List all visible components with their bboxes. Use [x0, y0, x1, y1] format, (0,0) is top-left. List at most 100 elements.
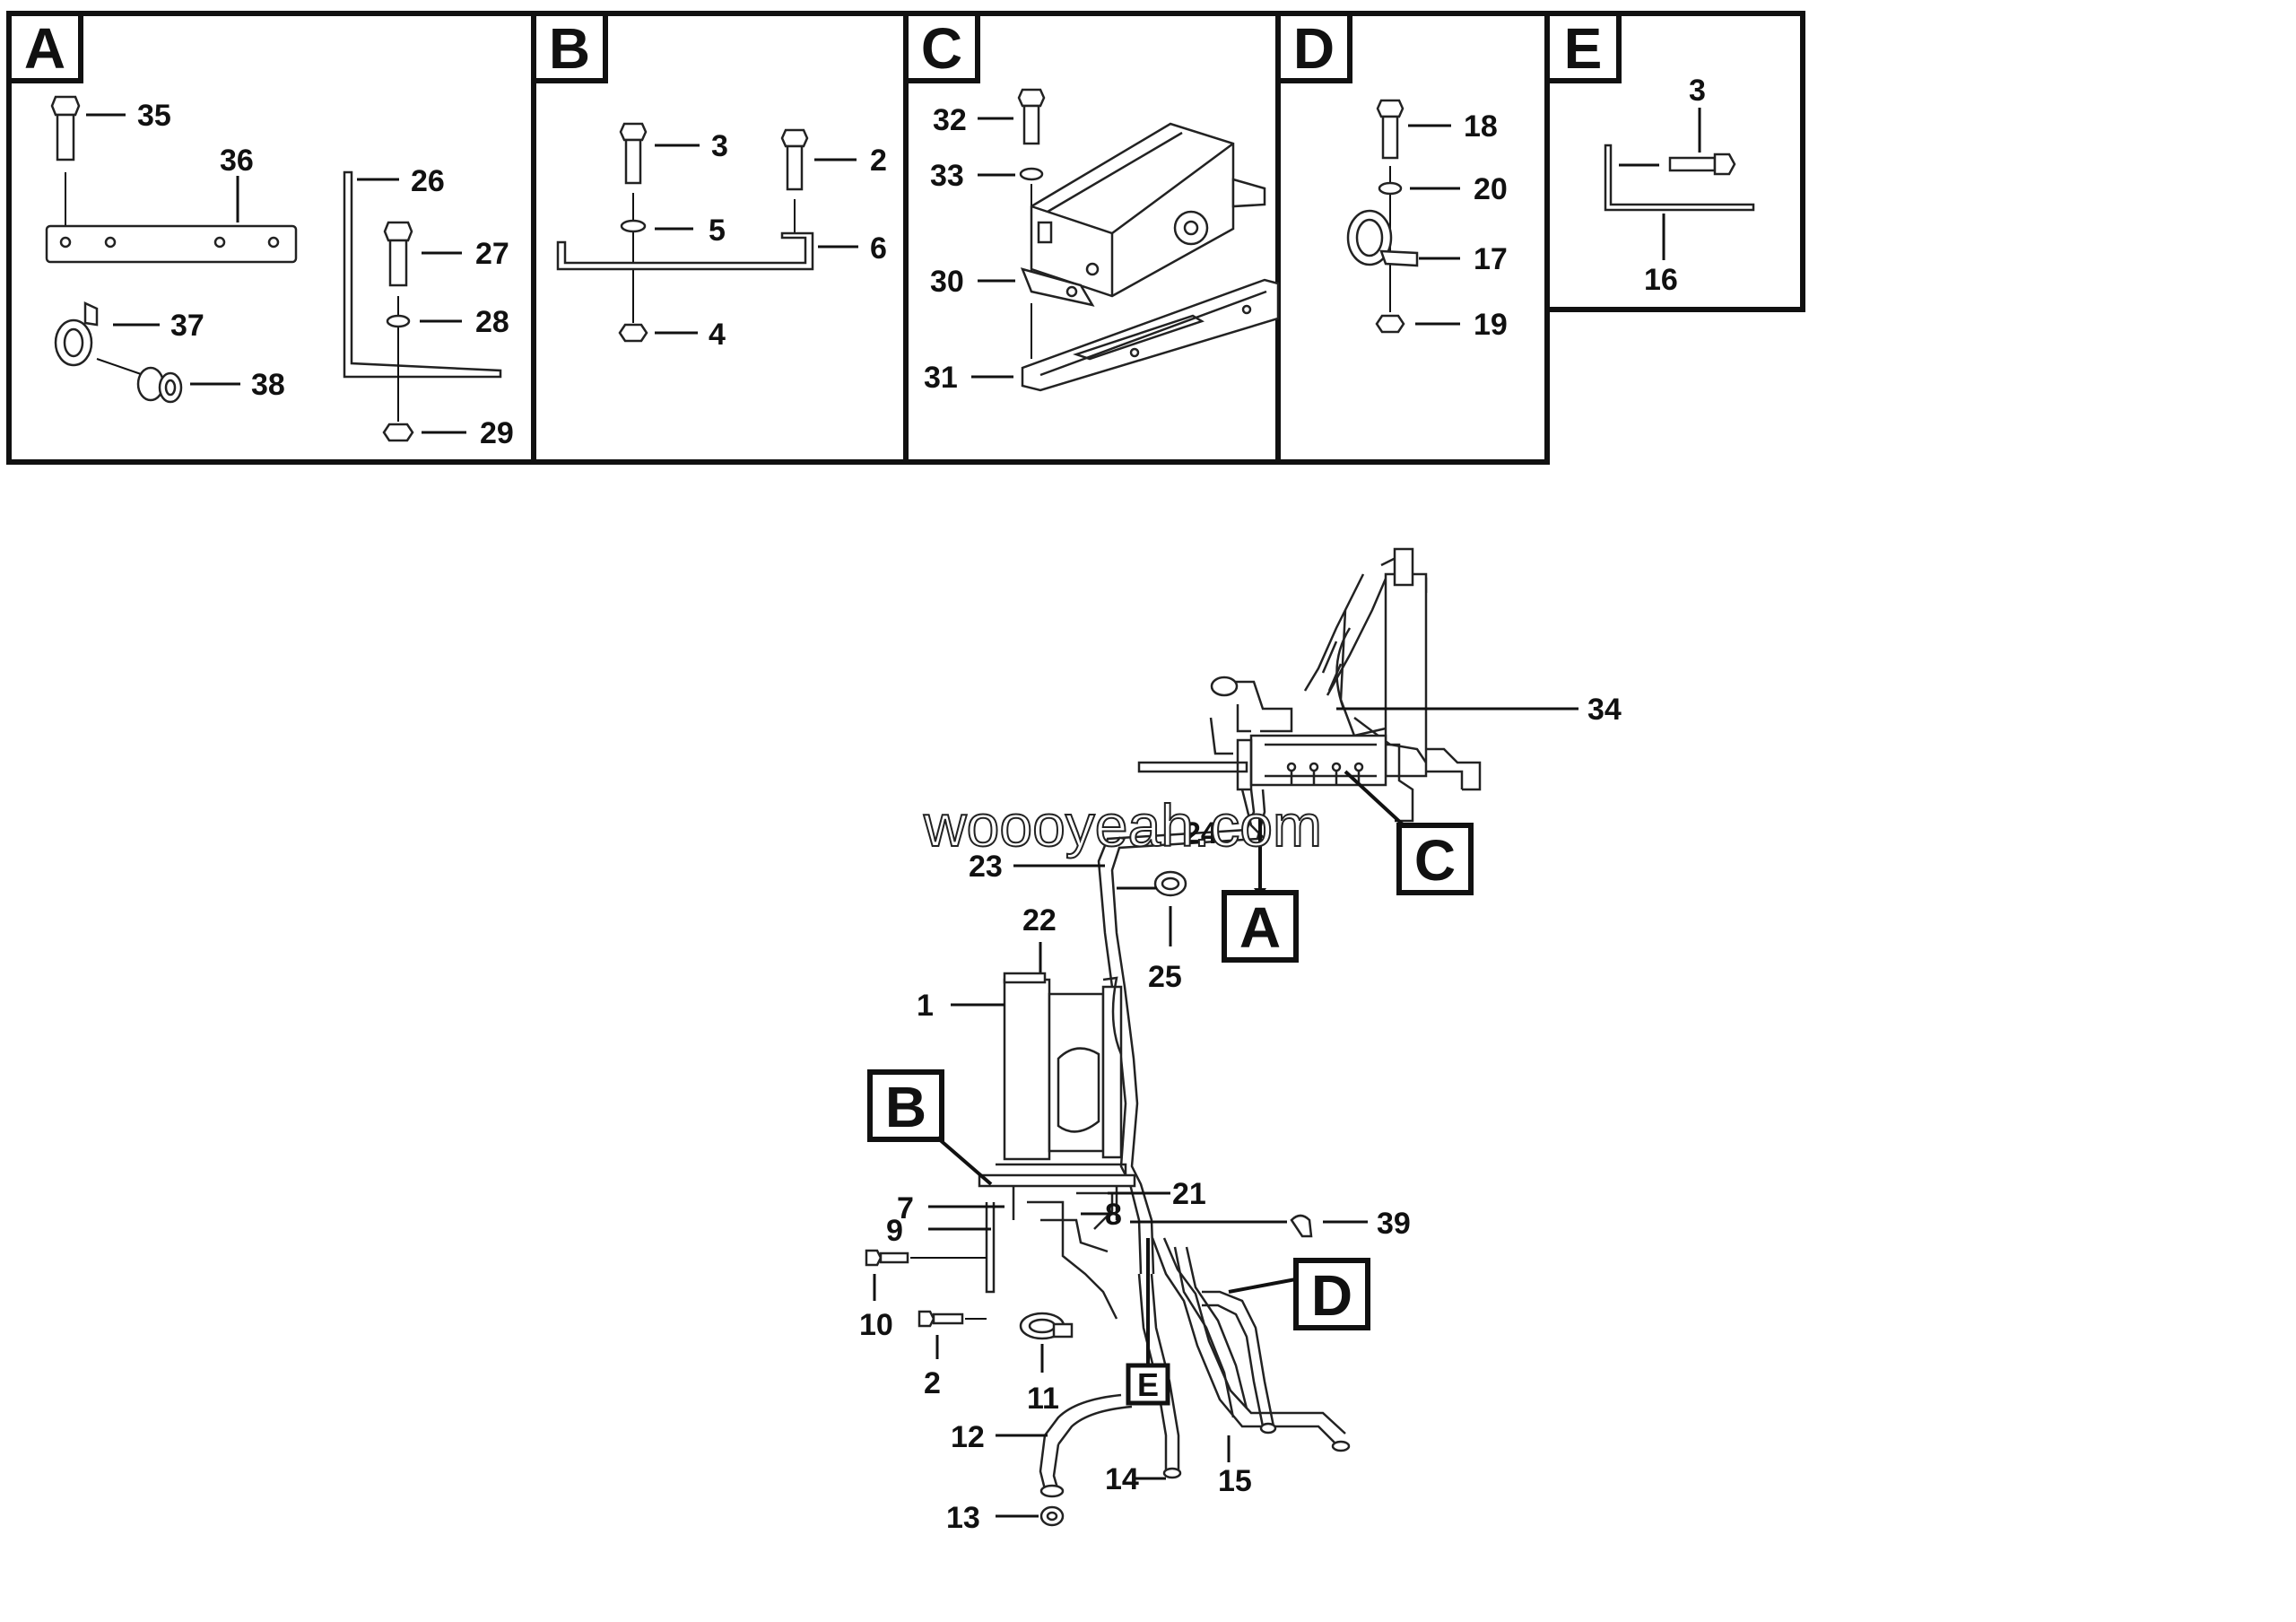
panel-a-letter: A [24, 16, 65, 81]
panel-e-frame [1544, 11, 1805, 312]
label-39: 39 [1377, 1207, 1411, 1241]
label-34: 34 [1587, 693, 1622, 727]
hose-clamp-11 [1019, 1312, 1074, 1340]
callout-e-letter: E [1137, 1366, 1159, 1403]
label-33: 33 [930, 159, 964, 193]
label-2: 2 [924, 1366, 941, 1400]
label-35: 35 [137, 99, 171, 133]
callout-b: B [867, 1069, 993, 1186]
label-14: 14 [1105, 1462, 1139, 1496]
label-27: 27 [475, 237, 509, 271]
angle-bracket-16 [1604, 144, 1755, 212]
label-9: 9 [886, 1214, 903, 1248]
label-37: 37 [170, 309, 204, 343]
bolt-2 [780, 128, 809, 235]
bolt-e-3 [1668, 153, 1736, 176]
label-21: 21 [1172, 1177, 1206, 1211]
bolt-3 [619, 122, 648, 323]
label-28: 28 [475, 305, 509, 339]
panel-e-parts: 3 16 [1604, 74, 1755, 297]
callout-b-letter: B [885, 1075, 926, 1139]
bolt-35 [50, 95, 81, 235]
callout-c-letter: C [1414, 828, 1456, 893]
panel-d-tag [1275, 11, 1352, 83]
washer-20 [1378, 181, 1403, 196]
label-29: 29 [480, 416, 514, 450]
label-20: 20 [1474, 172, 1508, 206]
panel-a-tag [6, 11, 83, 83]
label-b-2: 2 [870, 144, 887, 178]
label-12: 12 [951, 1420, 985, 1454]
label-38: 38 [251, 368, 285, 402]
tank-30 [1020, 122, 1266, 307]
bolt-10 [865, 1249, 909, 1267]
panel-d-letter: D [1293, 16, 1335, 81]
label-15: 15 [1218, 1464, 1252, 1498]
callout-e: E [1126, 1238, 1170, 1406]
bolt-main-2 [918, 1310, 964, 1328]
label-b-5: 5 [709, 214, 726, 248]
label-11: 11 [1027, 1382, 1059, 1416]
lower-brackets [978, 1163, 1136, 1320]
label-24: 24 [1184, 816, 1218, 850]
washer-33 [1019, 167, 1044, 181]
label-30: 30 [930, 265, 964, 299]
label-e-3: 3 [1689, 74, 1706, 108]
main-assembly: 34 23 24 25 22 1 [859, 547, 1622, 1535]
label-8: 8 [1105, 1198, 1122, 1232]
callout-c: C [1344, 770, 1474, 895]
label-13: 13 [946, 1501, 980, 1535]
panel-a-parts: 35 36 26 27 28 [45, 95, 514, 450]
panel-e-letter: E [1564, 16, 1603, 81]
label-16: 16 [1644, 263, 1678, 297]
callout-d-letter: D [1311, 1263, 1352, 1328]
clip-39 [1290, 1214, 1313, 1238]
panel-b-tag [531, 11, 608, 83]
p-clamp-17 [1346, 209, 1419, 267]
label-b-6: 6 [870, 231, 887, 266]
p-clamp-37 [54, 301, 99, 367]
nut-29 [382, 423, 414, 442]
callout-d: D [1228, 1258, 1370, 1330]
washer-5 [620, 219, 647, 233]
nut-19 [1375, 314, 1405, 334]
label-31: 31 [924, 361, 958, 395]
bent-bracket-6 [556, 231, 814, 271]
hose-clamp-25 [1153, 870, 1187, 897]
oil-cooler-1 [1003, 972, 1123, 1161]
washer-28 [386, 314, 411, 328]
label-17: 17 [1474, 242, 1508, 276]
label-23: 23 [969, 850, 1003, 884]
panel-c-letter: C [921, 16, 962, 81]
panel-e-tag [1544, 11, 1622, 83]
nut-4 [618, 323, 648, 343]
angle-bracket-26 [343, 170, 502, 379]
label-22: 22 [1022, 903, 1057, 937]
label-32: 32 [933, 103, 967, 137]
radiator-assembly [1137, 547, 1482, 840]
panel-c-parts: 32 33 30 [924, 88, 1280, 395]
grommet-38 [96, 358, 183, 404]
hose-clamp-13 [1039, 1505, 1065, 1527]
bolt-32 [1017, 88, 1046, 145]
label-26: 26 [411, 164, 445, 198]
label-1: 1 [917, 989, 934, 1023]
label-7: 7 [897, 1191, 914, 1225]
panel-b-parts: 3 2 5 6 4 [556, 122, 887, 352]
detail-panels: A B C D E [6, 11, 1805, 465]
label-18: 18 [1464, 109, 1498, 144]
label-25: 25 [1148, 960, 1182, 994]
bolt-27 [383, 221, 413, 422]
watermark-text: woooyeah.com [923, 792, 1322, 859]
label-19: 19 [1474, 308, 1508, 342]
hoses [1039, 1237, 1351, 1498]
label-10: 10 [859, 1308, 893, 1342]
label-36: 36 [220, 144, 254, 178]
callout-a: A [1222, 816, 1299, 963]
label-b-3: 3 [711, 129, 728, 163]
label-b-4: 4 [709, 318, 726, 352]
bolt-18 [1376, 99, 1405, 312]
panel-c-tag [903, 11, 980, 83]
callout-a-letter: A [1239, 895, 1281, 960]
